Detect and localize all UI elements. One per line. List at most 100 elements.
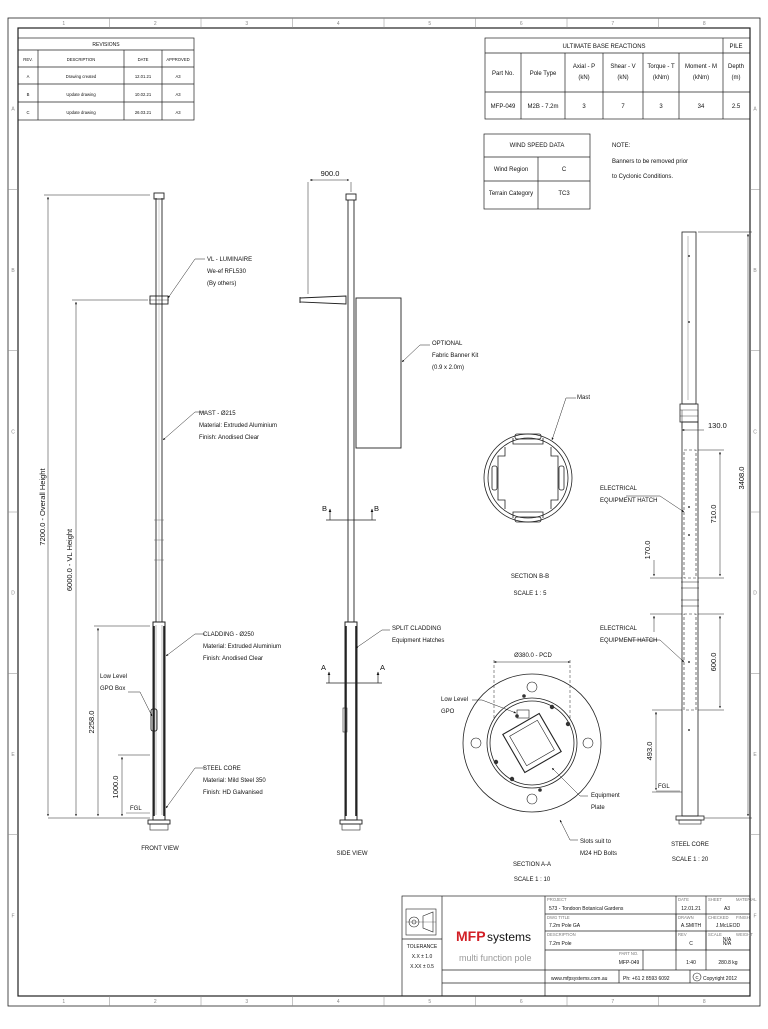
note-line-1: Banners to be removed prior [612, 159, 688, 165]
description-label: DESCRIPTION [547, 932, 576, 937]
equipment-plate-2: Plate [591, 805, 605, 811]
title-block: TOLERANCE X.X ± 1.0 X.XX ± 0.5 MFP syste… [401, 895, 757, 997]
reactions-header: Part No. [492, 71, 514, 77]
material-label: MATERIAL [736, 897, 757, 902]
website: www.mfpsystems.com.au [551, 976, 608, 982]
date-label: DATE [678, 897, 689, 902]
scale-value: 1:40 [686, 960, 696, 966]
rev-value: C [689, 941, 693, 947]
reactions-header: Moment - M [685, 64, 717, 70]
project-value: 573 - Tondoon Botanical Gardens [549, 906, 624, 912]
zone-letter-right: C [753, 429, 757, 435]
cladding-label: CLADDING - Ø250 [203, 632, 255, 638]
mast-material: Material: Extruded Aluminium [199, 423, 277, 429]
drawn-value: A.SMITH [681, 923, 702, 929]
note-title: NOTE: [612, 143, 631, 149]
steel-core-detail: 130.0 3408.0 710.0 170.0 600.0 493.0 ELE… [600, 231, 752, 863]
wind-value: C [562, 167, 567, 173]
revisions-title: REVISIONS [92, 42, 120, 48]
reactions-header: Pole Type [530, 71, 557, 77]
zone-letter-left: A [11, 107, 15, 113]
mast-finish: Finish: Anodised Clear [199, 435, 259, 441]
section-mark-a-right: A [380, 663, 385, 672]
revisions-cell: B [27, 92, 30, 97]
core-material: Material: Mild Steel 350 [203, 778, 266, 784]
reactions-header: Depth [728, 64, 744, 70]
equipment-plate-1: Equipment [591, 793, 620, 799]
hatch2-label-1: ELECTRICAL [600, 626, 638, 632]
section-bb-caption: SECTION B-B [511, 574, 549, 580]
revisions-cell: A [27, 74, 30, 79]
brand-systems: systems [487, 930, 531, 944]
tolerance-1: X.X ± 1.0 [412, 954, 433, 960]
reactions-value: 7 [621, 104, 625, 110]
rev-label: REV [678, 932, 687, 937]
zone-number-bottom: 2 [154, 999, 157, 1005]
revisions-header: REV. [23, 57, 32, 62]
arm-length-dim: 900.0 [321, 169, 340, 178]
zone-number-bottom: 3 [245, 999, 248, 1005]
zone-number-top: 4 [337, 21, 340, 27]
pile-title: PILE [729, 44, 742, 50]
section-bb-scale: SCALE 1 : 5 [513, 591, 547, 597]
date-value: 12.01.21 [681, 906, 701, 912]
copyright-icon: C [692, 972, 702, 982]
sheet-label: SHEET [708, 897, 722, 902]
zone-number-bottom: 8 [703, 999, 706, 1005]
note-line-2: to Cyclonic Conditions. [612, 174, 673, 180]
hatch-gap-dim: 170.0 [643, 541, 652, 560]
tolerance-2: X.XX ± 0.5 [410, 964, 434, 970]
section-a-a: Ø380.0 - PCD Low Level GPO Equipment Pla… [441, 653, 620, 883]
gpo-box-label-2: GPO Box [100, 686, 125, 692]
cladding-finish: Finish: Anodised Clear [203, 656, 263, 662]
section-mark-b-left: B [322, 504, 327, 513]
revisions-header: APPROVED [166, 57, 189, 62]
phone: Ph: +61 2 8593 6092 [623, 976, 670, 982]
revisions-cell: 10.02.21 [135, 92, 152, 97]
split-cladding-label: SPLIT CLADDING [392, 626, 442, 632]
zone-letter-left: F [11, 913, 14, 919]
zone-letter-right: E [753, 752, 757, 758]
overall-height-dim: 7200.0 - Overall Height [38, 468, 47, 546]
wind-value: TC3 [558, 191, 570, 197]
third-angle-projection-icon [405, 908, 437, 936]
reactions-header-unit: (kNm) [653, 75, 669, 81]
front-fgl-label: FGL [130, 806, 142, 812]
brand-mfp: MFP [456, 928, 486, 944]
side-view-caption: SIDE VIEW [336, 851, 367, 857]
dwg-title-value: 7.2m Pole GA [549, 923, 581, 929]
scale-label: SCALE [708, 932, 722, 937]
hatch2-label-2: EQUIPMENT HATCH [600, 638, 657, 644]
section-aa-caption: SECTION A-A [513, 862, 551, 868]
checked-value: J.McLEOD [716, 923, 741, 929]
sheet-value: A3 [724, 906, 730, 912]
core-width-dim: 130.0 [708, 421, 727, 430]
zone-number-top: 6 [520, 21, 523, 27]
reactions-header: Shear - V [610, 64, 635, 70]
sheet-border [7, 17, 761, 1007]
zone-number-bottom: 5 [428, 999, 431, 1005]
zone-number-top: 8 [703, 21, 706, 27]
core-scale: SCALE 1 : 20 [672, 857, 709, 863]
revisions-cell: Drawing created [66, 74, 97, 79]
zone-letter-right: A [753, 107, 757, 113]
reactions-value: 34 [698, 104, 705, 110]
copyright: Copyright 2012 [703, 976, 737, 982]
reactions-value: 2.5 [732, 104, 741, 110]
slots-label-2: M24 HD Bolts [580, 851, 617, 857]
cladding-height-dim: 2258.0 [87, 711, 96, 734]
front-view-caption: FRONT VIEW [141, 846, 179, 852]
zone-letter-left: D [11, 591, 15, 597]
section-bb-mast-label: Mast [577, 395, 590, 401]
revisions-header: DESCRIPTION [67, 57, 96, 62]
zone-number-bottom: 1 [62, 999, 65, 1005]
banner-label: OPTIONAL [432, 341, 463, 347]
revisions-cell: A3 [175, 92, 181, 97]
reactions-header: Axial - P [573, 64, 595, 70]
core-label: STEEL CORE [203, 766, 241, 772]
zone-letter-right: F [753, 913, 756, 919]
